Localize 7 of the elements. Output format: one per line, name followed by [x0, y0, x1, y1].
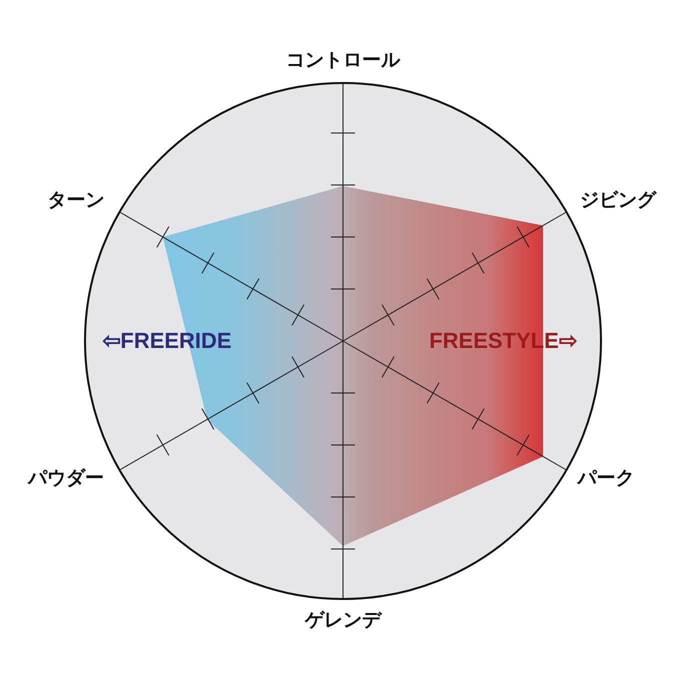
axis-label: ジビング [580, 188, 656, 213]
axis-label: コントロール [286, 48, 400, 73]
style-label: ⇦FREERIDE [102, 328, 232, 354]
axis-label: パーク [578, 466, 634, 491]
axis-label: ゲレンデ [305, 608, 381, 633]
axis-label: ターン [48, 188, 104, 213]
axis-label: パウダー [28, 466, 104, 491]
